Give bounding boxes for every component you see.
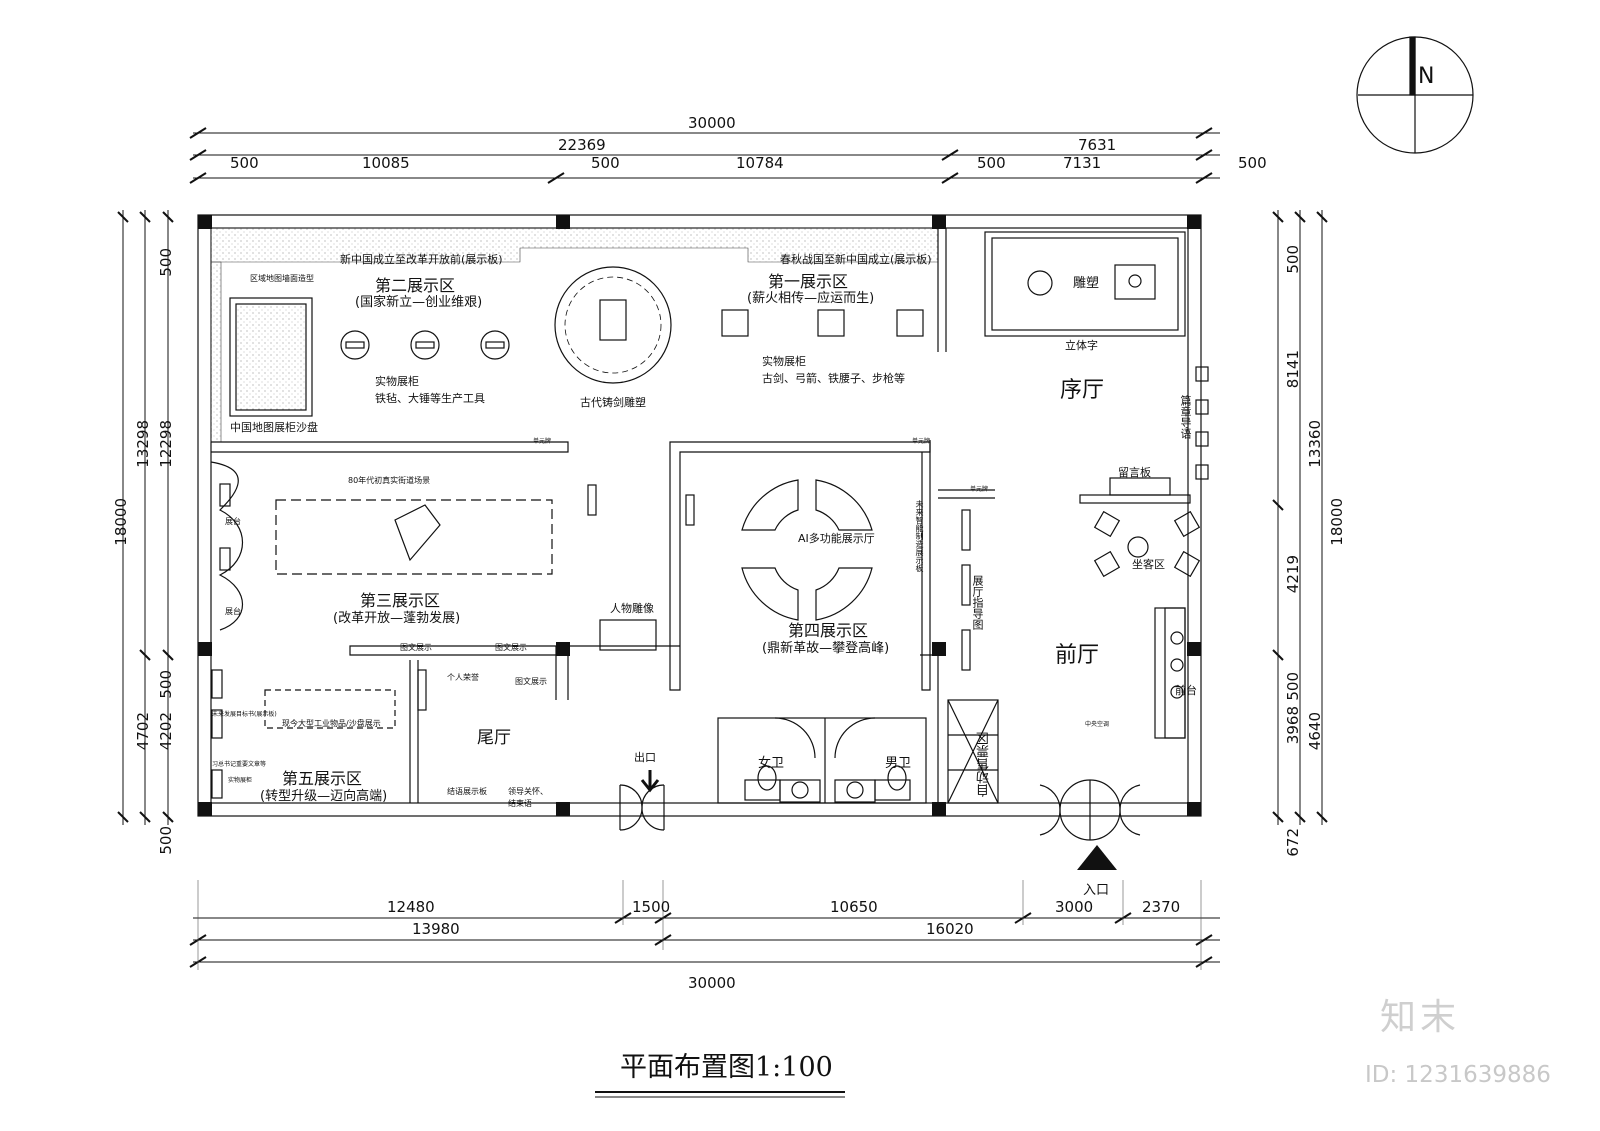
- outer-wall-inner: [210, 227, 1189, 804]
- zone5-title: 第五展示区: [282, 769, 363, 788]
- dim-top-7131: 7131: [1063, 154, 1102, 172]
- dim-right-3968: 3968: [1284, 706, 1302, 745]
- hall-guide-label: 展厅指导图: [971, 575, 984, 630]
- text-display-a: 图文展示: [400, 643, 432, 652]
- sculpture-label: 雕塑: [1073, 276, 1100, 291]
- casting-sculpture-label: 古代铸剑雕塑: [580, 396, 646, 409]
- single-sign-a: 单元牌: [533, 438, 552, 445]
- stage-b-label: 展台: [225, 607, 241, 616]
- zone2-subtitle: (国家新立—创业维艰): [355, 295, 483, 310]
- dim-bottom-16020: 16020: [926, 920, 974, 938]
- single-sign-c: 单元牌: [970, 486, 989, 493]
- china-map-label: 中国地图展柜沙盘: [230, 421, 318, 434]
- zone1-subtitle: (薪火相传—应运而生): [747, 291, 875, 306]
- cabinet2-label: 实物展柜: [375, 375, 419, 388]
- ai-hall-label: AI多功能展示厅: [798, 532, 875, 545]
- dim-top-left-group: 22369: [558, 136, 606, 154]
- object-display-label: 实物展柜: [228, 777, 253, 784]
- zone2-title: 第二展示区: [375, 276, 456, 295]
- dim-left-12298: 12298: [157, 420, 175, 468]
- ticket-area-label: 自动售票区: [977, 732, 992, 797]
- dim-left-500c: 500: [157, 826, 175, 855]
- text-display-b: 图文展示: [495, 643, 527, 652]
- dim-bottom-1500: 1500: [632, 898, 671, 916]
- dim-bottom-3000: 3000: [1055, 898, 1094, 916]
- zone4-title: 第四展示区: [788, 621, 869, 640]
- dim-top-10784: 10784: [736, 154, 784, 172]
- dim-right-500: 500: [1284, 245, 1302, 274]
- xuting-label: 序厅: [1060, 378, 1105, 403]
- dim-top-500c: 500: [977, 154, 1006, 172]
- dim-top-10085: 10085: [362, 154, 410, 172]
- entrance-label: 入口: [1083, 883, 1110, 898]
- closing-text-1: 领导关怀、: [508, 787, 548, 796]
- figure-sculpture-label: 人物雕像: [610, 602, 654, 615]
- dim-left-total: 18000: [112, 498, 130, 546]
- modern-sand-label: 现今大型工业物品/沙盘展示: [282, 719, 381, 728]
- female-restroom-label: 女卫: [758, 756, 785, 771]
- weiting-label: 尾厅: [477, 728, 511, 748]
- structural-columns: [198, 215, 1201, 816]
- street-scene-label: 80年代初真实街道场景: [348, 476, 431, 485]
- logo-mark-label: 中央空调: [1085, 721, 1110, 728]
- regional-map-label: 区域地图墙面造型: [250, 274, 314, 283]
- dim-bottom-12480: 12480: [387, 898, 435, 916]
- zone4-subtitle: (鼎新革故—攀登高峰): [762, 641, 890, 656]
- dim-right-total: 18000: [1328, 498, 1346, 546]
- drawing-title: 平面布置图1:100: [620, 1052, 833, 1083]
- single-sign-b: 单元牌: [912, 438, 931, 445]
- brand-watermark: 知末: [1380, 997, 1461, 1038]
- chapter-guide-label: 篇章导语: [1179, 395, 1192, 439]
- zone1-title: 第一展示区: [768, 272, 849, 291]
- zone5-subtitle: (转型升级—迈向高端): [260, 789, 388, 804]
- dim-left-13298: 13298: [134, 420, 152, 468]
- dim-bottom-10650: 10650: [830, 898, 878, 916]
- dim-bottom-total: 30000: [688, 974, 736, 992]
- dim-right-672: 672: [1284, 828, 1302, 857]
- achievement-board-label: 未来发展目标书(展示板): [212, 711, 277, 718]
- dim-top-total: 30000: [688, 114, 736, 132]
- board-spring-label: 春秋战国至新中国成立(展示板): [780, 253, 932, 266]
- outer-wall-outer: [197, 214, 1202, 817]
- cabinet2-items: 铁毡、大锤等生产工具: [375, 392, 485, 405]
- message-board-label: 留言板: [1118, 466, 1151, 479]
- future-panel-label: 未来智能制造展示板: [915, 500, 924, 572]
- seating-area-label: 坐客区: [1132, 558, 1165, 571]
- closing-text-2: 结束语: [508, 799, 532, 808]
- stage-a-label: 展台: [225, 517, 241, 526]
- dim-top-500a: 500: [230, 154, 259, 172]
- dim-left-4702: 4702: [134, 712, 152, 751]
- honor-label: 个人荣誉: [447, 673, 479, 682]
- dim-right-500b: 500: [1284, 672, 1302, 701]
- dim-top-500b: 500: [591, 154, 620, 172]
- dim-bottom-2370: 2370: [1142, 898, 1181, 916]
- cabinet1-label: 实物展柜: [762, 355, 806, 368]
- exit-label: 出口: [634, 751, 656, 764]
- north-indicator: N: [1418, 64, 1435, 89]
- dim-left-500a: 500: [157, 248, 175, 277]
- dim-right-8141: 8141: [1284, 350, 1302, 389]
- speech-label: 习总书记重要文章等: [212, 761, 267, 768]
- dim-bottom-13980: 13980: [412, 920, 460, 938]
- board-prc-label: 新中国成立至改革开放前(展示板): [340, 253, 503, 266]
- qianting-label: 前厅: [1055, 643, 1100, 668]
- zone3-title: 第三展示区: [360, 591, 441, 610]
- zone3-subtitle: (改革开放—蓬勃发展): [333, 611, 461, 626]
- text-display-c: 图文展示: [515, 677, 547, 686]
- dim-top-right-group: 7631: [1078, 136, 1117, 154]
- closing-board-label: 结语展示板: [447, 787, 487, 796]
- left-wall-texture: [210, 261, 222, 443]
- dim-right-4640: 4640: [1306, 712, 1324, 751]
- reception-label: 前台: [1175, 684, 1197, 697]
- cabinet1-items: 古剑、弓箭、铁腰子、步枪等: [762, 372, 905, 385]
- dim-left-4202: 4202: [157, 712, 175, 751]
- dim-right-13360: 13360: [1306, 420, 1324, 468]
- dim-left-500b: 500: [157, 670, 175, 699]
- lizi-label: 立体字: [1065, 339, 1098, 352]
- drawing-id: ID: 1231639886: [1365, 1062, 1551, 1088]
- male-restroom-label: 男卫: [885, 756, 912, 771]
- dim-top-500d: 500: [1238, 154, 1267, 172]
- dim-right-4219: 4219: [1284, 555, 1302, 594]
